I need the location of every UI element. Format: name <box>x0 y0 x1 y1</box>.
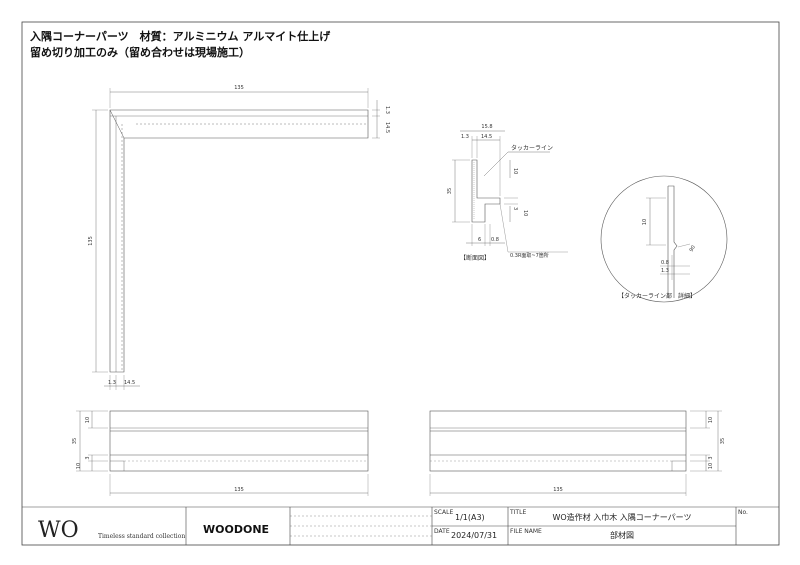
file-value: 部材図 <box>610 530 634 540</box>
plan-bottom-large: 14.5 <box>124 380 135 386</box>
plan-thick-small: 1.3 <box>384 106 390 114</box>
section-bottom-08: 0.8 <box>491 237 499 243</box>
brand-woodone: WOODONE <box>203 523 269 536</box>
date-label: DATE <box>434 528 450 535</box>
plan-bottom-small: 1.3 <box>108 380 116 386</box>
detail-dim-08: 0.8 <box>661 260 669 266</box>
section-chamfer-note: 0.3R面取~7箇所 <box>510 252 549 259</box>
detail-view <box>600 175 728 303</box>
title-value: WO造作材 入巾木 入隅コーナーパーツ <box>552 512 691 522</box>
elev-right-height: 35 <box>720 438 726 444</box>
section-view <box>452 130 568 253</box>
elevation-right <box>429 410 722 496</box>
section-caption: 【断面図】 <box>460 254 490 262</box>
drawing-subtitle: 留め切り加工のみ（留め合わせは現場施工） <box>30 46 250 59</box>
section-dim-small: 1.3 <box>461 134 469 140</box>
scale-value: 1/1(A3) <box>455 513 485 522</box>
sheet-border <box>21 21 780 546</box>
elev-right-mid-3: 3 <box>708 456 714 459</box>
title-block <box>22 506 779 545</box>
logo-tagline: Timeless standard collection <box>98 533 185 540</box>
elev-right-bottom-10: 10 <box>708 463 714 469</box>
elev-left-length: 135 <box>234 487 244 493</box>
scale-label: SCALE <box>434 509 453 516</box>
plan-side-length: 135 <box>88 236 94 246</box>
section-height: 35 <box>447 188 453 194</box>
file-label: FILE NAME <box>510 528 542 535</box>
detail-dim-13: 1.3 <box>661 268 669 274</box>
section-width-total: 15.8 <box>481 124 492 130</box>
section-dim-flange: 14.5 <box>481 134 492 140</box>
section-lower-3: 3 <box>512 207 518 210</box>
no-label: No. <box>738 509 748 516</box>
section-upper-10: 10 <box>512 168 518 174</box>
section-lower-10: 10 <box>522 210 528 216</box>
detail-angle: 90 <box>689 244 697 253</box>
elev-left-top-10: 10 <box>85 417 91 423</box>
elev-right-length: 135 <box>553 487 563 493</box>
detail-caption: 【タッカーライン部 詳細】 <box>618 292 696 300</box>
elev-left-mid-3: 3 <box>85 456 91 459</box>
plan-top-length: 135 <box>234 85 244 91</box>
drawing-title: 入隅コーナーパーツ 材質：アルミニウム アルマイト仕上げ <box>30 30 331 43</box>
elev-right-top-10: 10 <box>708 417 714 423</box>
elev-left-bottom-10: 10 <box>76 463 82 469</box>
title-label: TITLE <box>509 509 526 516</box>
detail-dim-10: 10 <box>642 219 648 225</box>
logo-wo: WO <box>38 518 79 543</box>
elevation-left <box>76 410 369 496</box>
elev-left-height: 35 <box>72 438 78 444</box>
date-value: 2024/07/31 <box>451 531 497 540</box>
section-tacker-label: タッカーライン <box>511 144 553 152</box>
plan-view <box>92 88 380 390</box>
section-bottom-6: 6 <box>478 237 481 243</box>
plan-thick-large: 14.5 <box>384 122 390 133</box>
